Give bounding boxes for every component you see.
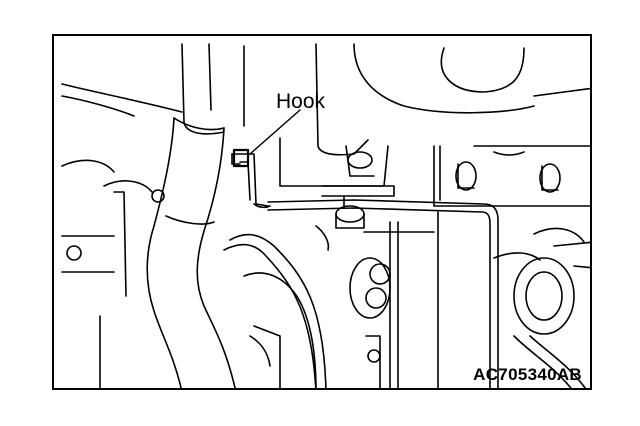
coolant-hose (146, 117, 236, 388)
main-block (315, 211, 439, 388)
center-bracket (279, 137, 395, 229)
upper-body-panel (61, 43, 590, 156)
figure-code: AC705340AB (473, 365, 582, 384)
hook-callout-label: Hook (276, 90, 326, 113)
diagram-frame: Hook AC705340AB (52, 34, 592, 390)
right-components (433, 145, 590, 388)
left-bracket (61, 180, 165, 297)
engine-bay-drawing (61, 43, 590, 388)
lower-left-trim (61, 159, 281, 388)
tube-lines (223, 199, 499, 388)
leader-line (249, 109, 301, 155)
hook-part (231, 148, 271, 209)
